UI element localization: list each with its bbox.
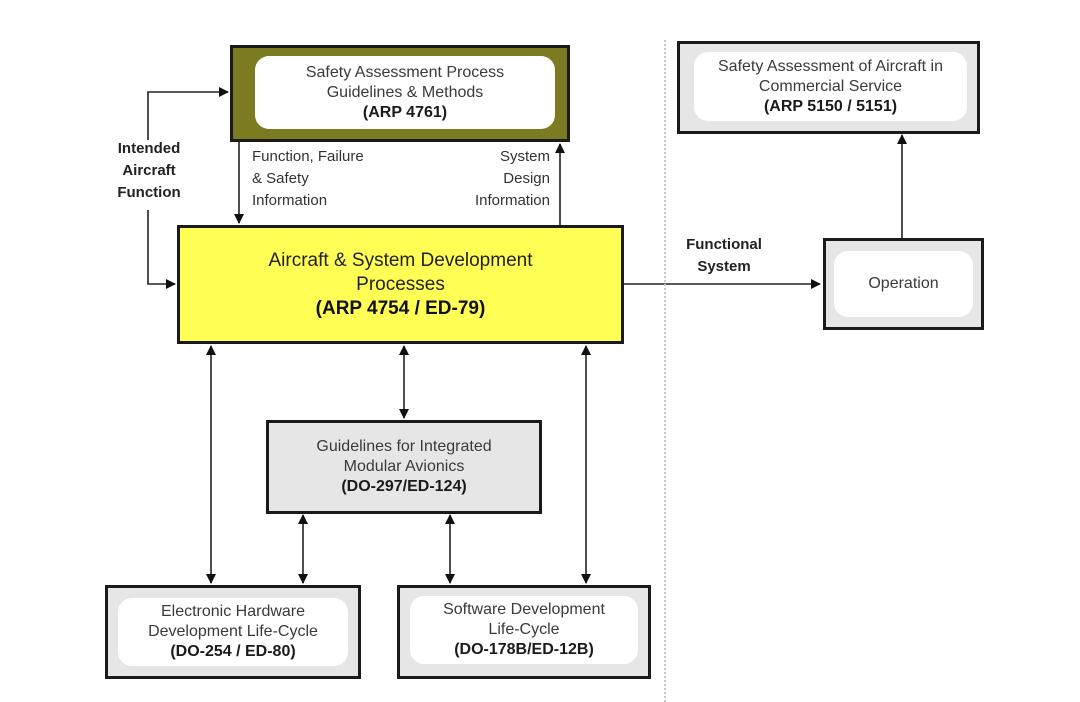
label-line: & Safety [252, 170, 309, 187]
box-aircraft-system-development[interactable]: Aircraft & System Development Processes … [177, 225, 624, 344]
label-line: Design [503, 170, 550, 187]
label-functional-system: Functional System [668, 234, 780, 278]
box-integrated-modular-avionics[interactable]: Guidelines for Integrated Modular Avioni… [266, 420, 542, 514]
box-electronic-hardware[interactable]: Electronic Hardware Development Life-Cyc… [105, 585, 361, 679]
box-line: Safety Assessment of Aircraft in [718, 57, 943, 75]
box-line: Guidelines & Methods [326, 83, 484, 101]
box-line: Operation [868, 275, 939, 292]
box-line: Processes [356, 273, 445, 295]
label-line: System [499, 148, 550, 165]
arrow-intended-to-development [147, 210, 176, 289]
label-function-failure-safety: Function, Failure & Safety Information [252, 146, 364, 212]
box-line: Aircraft & System Development [268, 249, 533, 271]
label-line: Functional [686, 236, 762, 253]
label-line: Aircraft [122, 162, 176, 179]
standard-code: (DO-254 / ED-80) [170, 643, 296, 660]
standard-code: (DO-297/ED-124) [341, 478, 467, 495]
box-software-development-content: Software Development Life-Cycle (DO-178B… [410, 596, 638, 664]
box-line: Modular Avionics [343, 458, 465, 475]
box-line: Development Life-Cycle [148, 623, 318, 640]
standard-code: (ARP 5150 / 5151) [763, 97, 898, 115]
arrow-intended-to-safety-process [147, 87, 229, 140]
box-line: Life-Cycle [488, 621, 560, 638]
label-line: Function [117, 184, 181, 201]
box-line: Electronic Hardware [160, 603, 306, 620]
box-safety-assessment-commercial[interactable]: Safety Assessment of Aircraft in Commerc… [677, 41, 980, 134]
box-line: Software Development [443, 601, 605, 618]
box-safety-assessment-process[interactable]: Safety Assessment Process Guidelines & M… [230, 45, 570, 142]
label-line: Intended [117, 140, 181, 157]
box-aircraft-system-development-content: Aircraft & System Development Processes … [180, 228, 621, 341]
box-software-development[interactable]: Software Development Life-Cycle (DO-178B… [397, 585, 651, 679]
standard-code: (DO-178B/ED-12B) [454, 641, 594, 658]
box-line: Guidelines for Integrated [316, 438, 492, 455]
box-integrated-modular-avionics-content: Guidelines for Integrated Modular Avioni… [269, 423, 539, 511]
label-intended-aircraft-function: Intended Aircraft Function [104, 138, 194, 204]
box-electronic-hardware-content: Electronic Hardware Development Life-Cyc… [118, 598, 348, 666]
label-line: Information [252, 192, 328, 209]
box-safety-assessment-process-content: Safety Assessment Process Guidelines & M… [255, 56, 555, 129]
box-operation[interactable]: Operation [823, 238, 984, 330]
box-line: Commercial Service [758, 77, 903, 95]
label-line: Information [474, 192, 550, 209]
label-line: Function, Failure [252, 148, 364, 165]
standard-code: (ARP 4754 / ED-79) [315, 297, 486, 319]
section-divider [664, 40, 666, 702]
label-system-design-information: System Design Information [440, 146, 550, 212]
box-safety-assessment-commercial-content: Safety Assessment of Aircraft in Commerc… [694, 52, 967, 121]
box-line: Safety Assessment Process [305, 63, 505, 81]
box-operation-content: Operation [834, 251, 973, 317]
label-line: System [697, 258, 751, 275]
standard-code: (ARP 4761) [362, 103, 448, 121]
